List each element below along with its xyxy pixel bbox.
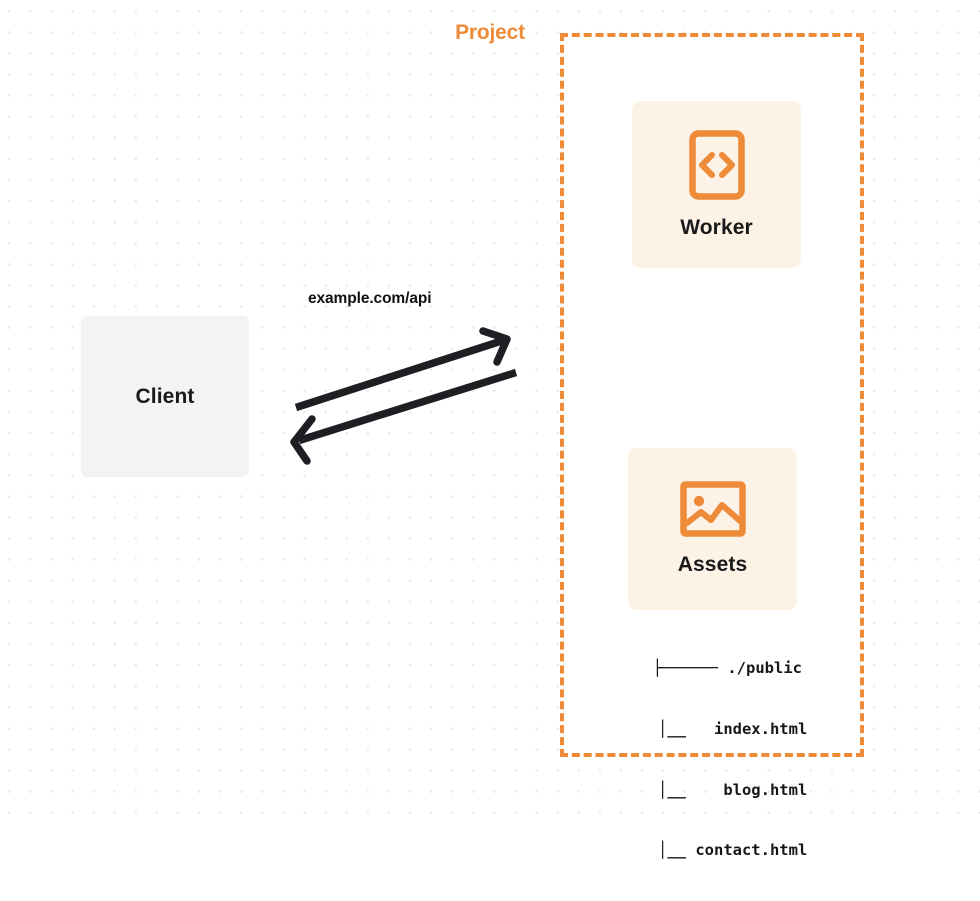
connection-label: example.com/api <box>308 290 432 307</box>
service-label-worker: Worker <box>680 215 753 239</box>
file-tree-row: │__ blog.html <box>602 780 808 799</box>
client-label: Client <box>135 384 195 408</box>
response-arrow-head <box>290 415 316 465</box>
image-icon <box>679 481 746 537</box>
file-tree-row: │__ contact.html <box>602 841 808 860</box>
service-card-assets: Assets <box>628 448 797 610</box>
client-node: Client <box>81 316 249 477</box>
code-brackets-icon <box>688 129 745 200</box>
request-arrow-line <box>294 336 505 412</box>
file-tree-row: │__ index.html <box>602 720 808 739</box>
service-label-assets: Assets <box>677 553 748 576</box>
request-arrow-head <box>479 327 511 366</box>
response-arrow-line <box>297 368 518 445</box>
service-card-worker: Worker <box>632 101 801 268</box>
architecture-diagram: Client example.com/api Project Worker <box>0 0 980 859</box>
assets-file-tree: ├────── ./public │__ index.html │__ blog… <box>602 618 808 901</box>
file-tree-row: ├────── ./public <box>652 659 802 678</box>
project-title: Project <box>448 21 532 45</box>
